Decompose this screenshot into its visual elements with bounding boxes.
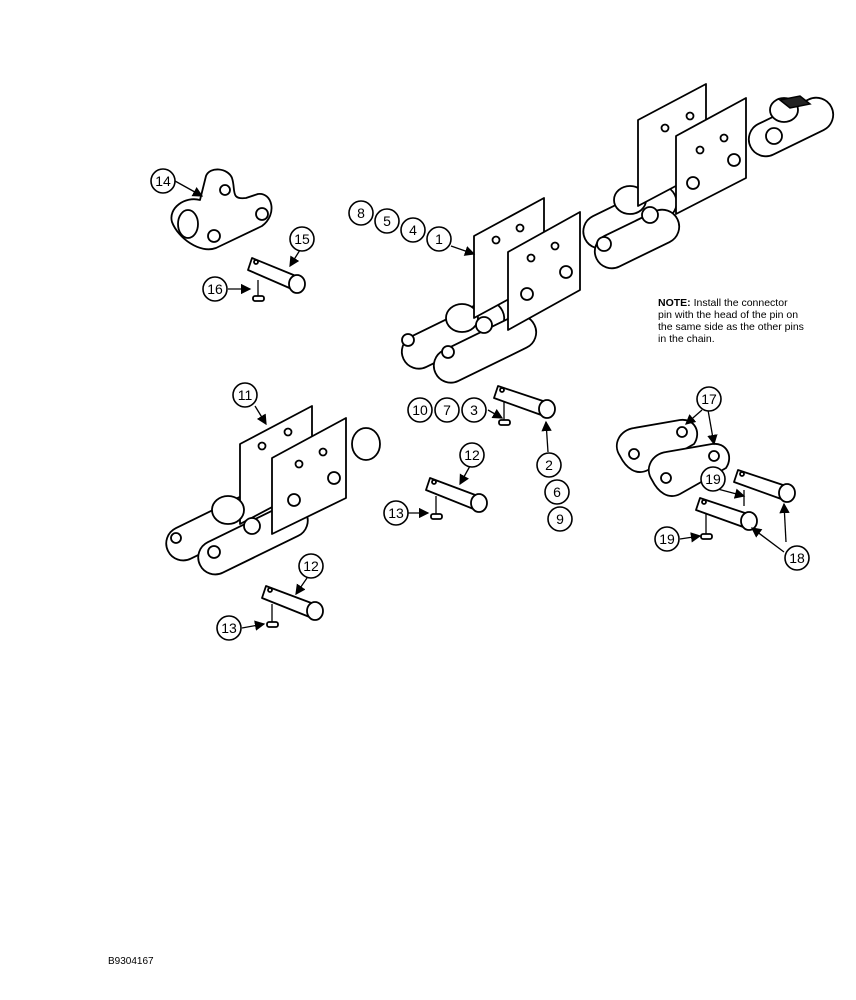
pin-part-12-lower (261, 585, 324, 628)
figure-id: B9304167 (108, 956, 154, 967)
callout-1: 1 (426, 226, 452, 252)
svg-text:17: 17 (701, 391, 717, 407)
installation-note: NOTE: Install the connector pin with the… (658, 297, 848, 345)
svg-text:14: 14 (155, 173, 171, 189)
svg-text:18: 18 (789, 550, 805, 566)
note-line-1: Install the connector (693, 297, 788, 309)
callout-12-lower: 12 (298, 553, 324, 579)
note-line-2: pin with the head of the pin on (658, 309, 799, 321)
callout-9: 9 (547, 506, 573, 532)
svg-text:4: 4 (409, 222, 417, 238)
svg-text:7: 7 (443, 402, 451, 418)
connector-pin-part-2 (493, 385, 556, 426)
svg-text:12: 12 (303, 558, 319, 574)
callout-12-middle: 12 (459, 442, 485, 468)
callout-19-lower: 19 (654, 526, 680, 552)
svg-text:6: 6 (553, 484, 561, 500)
svg-text:8: 8 (357, 205, 365, 221)
pin-part-15 (247, 257, 306, 294)
svg-text:12: 12 (464, 447, 480, 463)
cotter-part-16 (252, 280, 265, 302)
pins-part-18 (695, 469, 796, 531)
side-plates-part-17 (615, 419, 731, 497)
callout-16: 16 (202, 276, 228, 302)
callout-14: 14 (150, 168, 176, 194)
pin-part-12-middle (425, 477, 488, 520)
svg-text:5: 5 (383, 213, 391, 229)
note-line-3: the same side as the other pins (658, 321, 804, 333)
svg-text:16: 16 (207, 281, 223, 297)
attachment-link-part-11 (165, 405, 381, 576)
svg-text:13: 13 (221, 620, 237, 636)
callout-15: 15 (289, 226, 315, 252)
svg-text:11: 11 (238, 387, 253, 403)
svg-text:19: 19 (705, 471, 721, 487)
callout-13-middle: 13 (383, 500, 409, 526)
svg-text:10: 10 (412, 402, 428, 418)
svg-text:19: 19 (659, 531, 675, 547)
svg-text:15: 15 (294, 231, 310, 247)
offset-link-part-14 (170, 168, 273, 251)
callout-3: 3 (461, 397, 487, 423)
callout-17: 17 (696, 386, 722, 412)
callout-7: 7 (434, 397, 460, 423)
callout-8: 8 (348, 200, 374, 226)
callout-6: 6 (544, 479, 570, 505)
callout-18: 18 (784, 545, 810, 571)
callout-2: 2 (536, 452, 562, 478)
callout-11: 11 (232, 382, 258, 408)
callout-5: 5 (374, 208, 400, 234)
note-line-4: in the chain. (658, 333, 715, 345)
svg-text:3: 3 (470, 402, 478, 418)
callout-4: 4 (400, 217, 426, 243)
callout-19-upper: 19 (700, 466, 726, 492)
callout-13-lower: 13 (216, 615, 242, 641)
svg-text:9: 9 (556, 511, 564, 527)
callout-10: 10 (407, 397, 433, 423)
svg-text:2: 2 (545, 457, 553, 473)
main-chain-assembly (400, 83, 835, 384)
svg-text:13: 13 (388, 505, 404, 521)
svg-text:1: 1 (435, 231, 443, 247)
note-label: NOTE: (658, 297, 691, 309)
